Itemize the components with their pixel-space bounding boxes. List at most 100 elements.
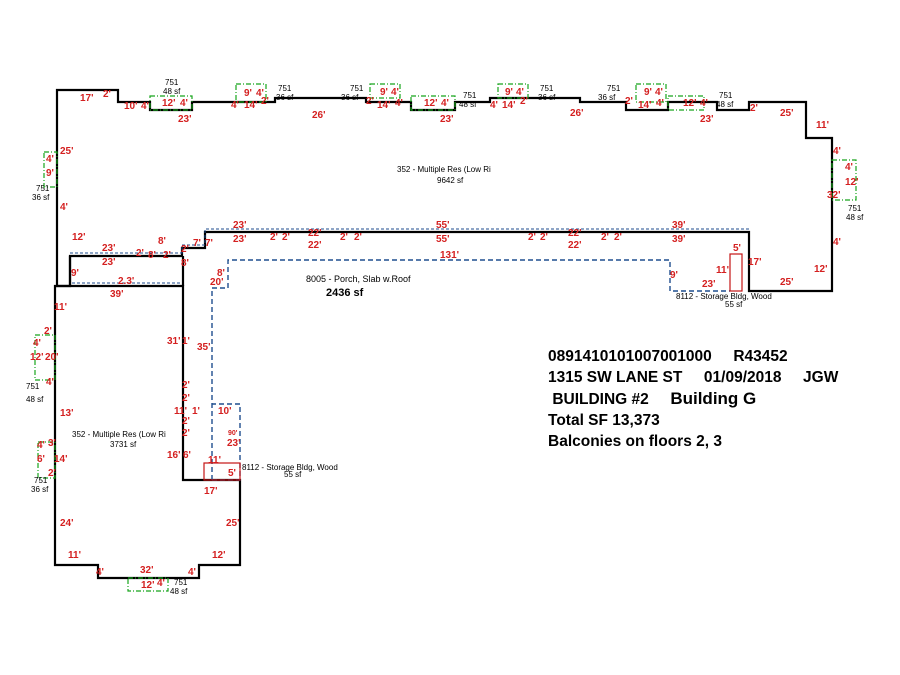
balcony-area: 48 sf (170, 587, 188, 596)
dimension-label: 23' (700, 114, 714, 125)
dimension-label: 32' (140, 565, 154, 576)
dimension-label: 2' (181, 244, 189, 255)
dimension-label: 4' (157, 578, 165, 589)
dimension-label: 32' (827, 190, 841, 201)
dimension-label: 2' (136, 248, 144, 259)
balcony-code: 751 (540, 84, 554, 93)
dimension-label: 9' (244, 88, 252, 99)
storage-east-shape (729, 253, 743, 292)
dimension-label: 17' (204, 486, 218, 497)
dimension-label: 39' (672, 220, 686, 231)
dimension-labels: 17' 2' 10' 4' 12' 4' 23' 9' 4' 4' 14' 2'… (30, 87, 859, 591)
dimension-label: 4' (516, 87, 524, 98)
dimension-label: 17' (80, 93, 94, 104)
balcony-code: 751 (278, 84, 292, 93)
dimension-label: 9' (71, 268, 79, 279)
dimension-label: 12' (141, 580, 155, 591)
balcony-area: 36 sf (31, 485, 49, 494)
dimension-label: 12' (162, 98, 176, 109)
building-walls (53, 88, 834, 580)
dimension-label: 6' (183, 450, 191, 461)
balconies-note: Balconies on floors 2, 3 (548, 433, 722, 450)
dimension-label: 2' (540, 232, 548, 243)
dimension-label: 4' (60, 202, 68, 213)
dimension-label: 4' (231, 100, 239, 111)
porch-shape (211, 259, 730, 481)
dimension-label: 1' (182, 336, 190, 347)
dimension-label: 2' (625, 96, 633, 107)
balcony-code: 751 (36, 184, 50, 193)
storage-east-sf: 55 sf (725, 300, 743, 309)
dimension-label: 11' (174, 406, 187, 417)
connector-wall (68, 256, 185, 286)
dimension-label: 11' (816, 120, 829, 131)
main-res-code: 352 - Multiple Res (Low Ri (397, 165, 491, 174)
dimension-label: 2' (601, 232, 609, 243)
info-line-address: 1315 SW LANE ST 01/09/2018 JGW (548, 367, 838, 388)
balcony-code: 751 (26, 382, 40, 391)
reference-number: R43452 (733, 348, 788, 365)
dimension-label: 7' (193, 238, 201, 249)
dimension-label: 23' (233, 220, 247, 231)
dimension-label: 2' (614, 232, 622, 243)
info-line-building: BUILDING #2 Building G (548, 388, 838, 410)
dimension-label: 4' (700, 98, 708, 109)
balcony-area: 48 sf (459, 100, 477, 109)
dimension-label: 2' (48, 468, 56, 479)
dimension-label: 9' (505, 87, 513, 98)
date: 01/09/2018 (703, 369, 782, 386)
storage-east-code: 8112 - Storage Bldg, Wood (676, 292, 772, 301)
dimension-label: 11' (716, 265, 729, 276)
dimension-label: 39' (672, 234, 686, 245)
dimension-label: 2' (261, 96, 269, 107)
dimension-label: 8' (148, 250, 156, 261)
dimension-label: 4' (96, 567, 104, 578)
dimension-label: 2' (163, 250, 171, 261)
balcony-code: 751 (463, 91, 477, 100)
porch-code: 8005 - Porch, Slab w.Roof (306, 274, 411, 284)
dimension-label: 20' (210, 277, 224, 288)
dimension-label: 9' (46, 168, 54, 179)
dimension-label: 8' (217, 268, 225, 279)
balcony-shape (149, 95, 193, 111)
dimension-label: 25' (780, 277, 794, 288)
balcony-code: 751 (607, 84, 621, 93)
dimension-label: 23' (102, 243, 116, 254)
dimension-label: 55' (436, 234, 450, 245)
dimension-label: 14' (54, 454, 68, 465)
dimension-label: 11' (68, 550, 81, 561)
total-sf: Total SF 13,373 (548, 412, 660, 429)
dimension-label: 25' (60, 146, 74, 157)
dimension-label: 8' (158, 236, 166, 247)
balcony-shape (831, 159, 857, 201)
dimension-label: 2' (270, 232, 278, 243)
balcony-area: 48 sf (163, 87, 181, 96)
info-line-account: 0891410101007001000 R43452 (548, 346, 838, 367)
building-name: Building G (670, 389, 757, 408)
west-res-code: 352 - Multiple Res (Low Ri (72, 430, 166, 439)
balcony-shape (235, 83, 267, 103)
dimension-label: 35' (197, 342, 211, 353)
dimension-label: 22' (308, 228, 322, 239)
balcony-code: 751 (174, 578, 188, 587)
dimension-label: 2' (182, 393, 190, 404)
dimension-label: 12' (683, 98, 697, 109)
dimension-label: 13' (60, 408, 74, 419)
dimension-label: 26' (312, 110, 326, 121)
dimension-label: 90' (228, 430, 238, 437)
balcony-shape (667, 95, 705, 111)
balcony-area: 36 sf (538, 93, 556, 102)
dimension-label: 8' (181, 258, 189, 269)
dimension-label: 7' (205, 238, 213, 249)
dimension-label: 4' (180, 98, 188, 109)
dimension-label: 2' (103, 89, 111, 100)
dimension-label: 4' (490, 100, 498, 111)
dimension-label: 3' (48, 438, 56, 449)
dimension-label: 11' (54, 302, 67, 313)
dimension-label: 2' (366, 96, 374, 107)
dimension-label: 12' (212, 550, 226, 561)
property-info: 0891410101007001000 R43452 1315 SW LANE … (548, 346, 838, 452)
dimension-label: 2' (44, 326, 52, 337)
dimension-label: 2' (750, 103, 758, 114)
